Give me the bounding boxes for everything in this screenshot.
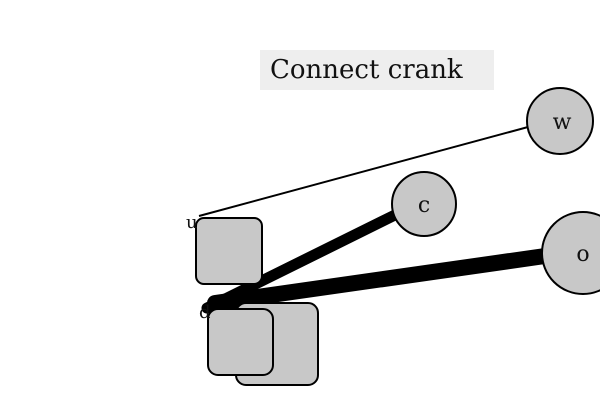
node-o-label: o <box>576 242 589 267</box>
node-w-label: w <box>553 110 572 135</box>
handle-u-label: u <box>186 212 198 233</box>
page-title: Connect crank <box>270 55 463 85</box>
link-u-to-w <box>198 126 529 217</box>
front-block[interactable] <box>207 308 274 376</box>
link-d-to-o[interactable] <box>207 248 553 311</box>
node-c[interactable] <box>391 171 457 237</box>
node-o[interactable] <box>541 211 600 295</box>
title-panel: Connect crank <box>260 50 494 90</box>
upper-block[interactable] <box>195 217 263 285</box>
handle-d-label: d <box>199 302 211 323</box>
node-w[interactable] <box>526 87 594 155</box>
node-c-label: c <box>418 193 430 218</box>
